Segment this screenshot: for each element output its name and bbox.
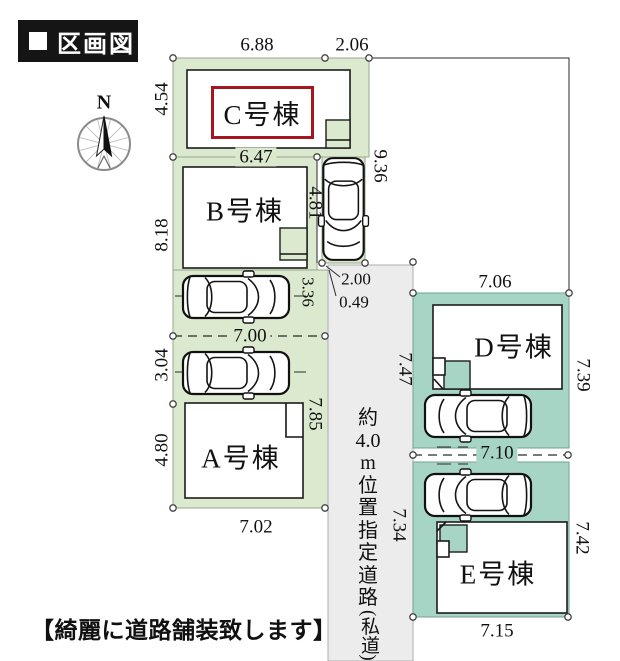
road-label-line: m [360,452,376,474]
dim-d-right-depth: 7.39 [572,358,594,392]
north-label: N [96,91,112,114]
dim-a-left-depth: 4.80 [151,433,173,467]
leader-2-00 [325,265,341,278]
car-top-view-b [181,269,291,325]
dim-a-right-depth: 7.85 [305,393,326,435]
dim-b-parking-depth: 3.36 [298,277,318,307]
dim-c-top-width: 6.88 [240,34,274,56]
plot-b-label: B号棟 [205,196,285,227]
dim-b-left-depth: 8.18 [151,218,173,252]
legend-square-icon [29,32,47,50]
dim-road-entrance-offset: 0.49 [339,292,369,312]
road-label-line: 4.0 [355,429,381,452]
dim-de-boundary-width: 7.10 [476,443,518,463]
road-label-line: (私道) [358,609,379,661]
dim-a-bottom-width: 7.02 [239,516,273,538]
legend-title: 区画図 [57,31,135,58]
caption-text: 【綺麗に道路舗装致します】 [31,618,337,643]
building-a [184,402,304,499]
car-top-view-e [423,467,533,523]
dim-e-bottom-width: 7.15 [480,620,514,642]
plot-a-label: A号棟 [201,443,281,474]
plot-d-label: D号棟 [474,332,554,363]
dim-c-left-depth: 4.54 [151,82,173,116]
road-label-line: 指 [358,519,378,542]
survey-points [169,54,573,621]
building-e [436,521,568,614]
road-label-line: 路 [358,587,378,609]
car-top-view-a [181,345,291,401]
dim-c-parking-depth: 9.36 [369,149,391,183]
leader-0-49 [328,269,337,297]
plot-c-label: C号棟 [223,100,302,130]
road-label: 約 4.0 m 位 置 指 定 道 路 (私道) [351,407,385,661]
road-label-line: 道 [358,564,378,587]
north-compass-icon [77,115,131,171]
road-label-line: 定 [358,542,378,564]
private-road-area [327,264,414,661]
dim-b-top-width: 6.47 [235,147,277,167]
plot-e-label: E号棟 [459,559,537,590]
dim-d-road-frontage: 7.47 [394,352,416,386]
road-label-line: 置 [358,497,378,519]
car-top-view-d [423,388,533,444]
dim-b-right-depth: 4.81 [304,186,326,220]
dim-ab-boundary-width: 7.00 [229,326,271,346]
road-label-line: 約 [358,407,378,429]
dim-a-parking-depth: 3.04 [151,348,173,382]
legend-title-box: 区画図 [18,20,138,62]
dim-e-right-depth: 7.42 [571,521,593,555]
dim-c-top-offset: 2.06 [335,34,369,56]
dim-d-top-width: 7.06 [478,271,512,293]
dim-e-road-frontage: 7.34 [388,508,410,542]
building-b [182,166,308,269]
road-label-line: 位 [358,474,378,497]
dim-road-entrance-width: 2.00 [341,269,371,289]
boundary-line-east [369,57,570,293]
plot-c-label-box: C号棟 [211,86,314,139]
car-top-view-c [317,157,370,261]
building-d [432,304,563,390]
